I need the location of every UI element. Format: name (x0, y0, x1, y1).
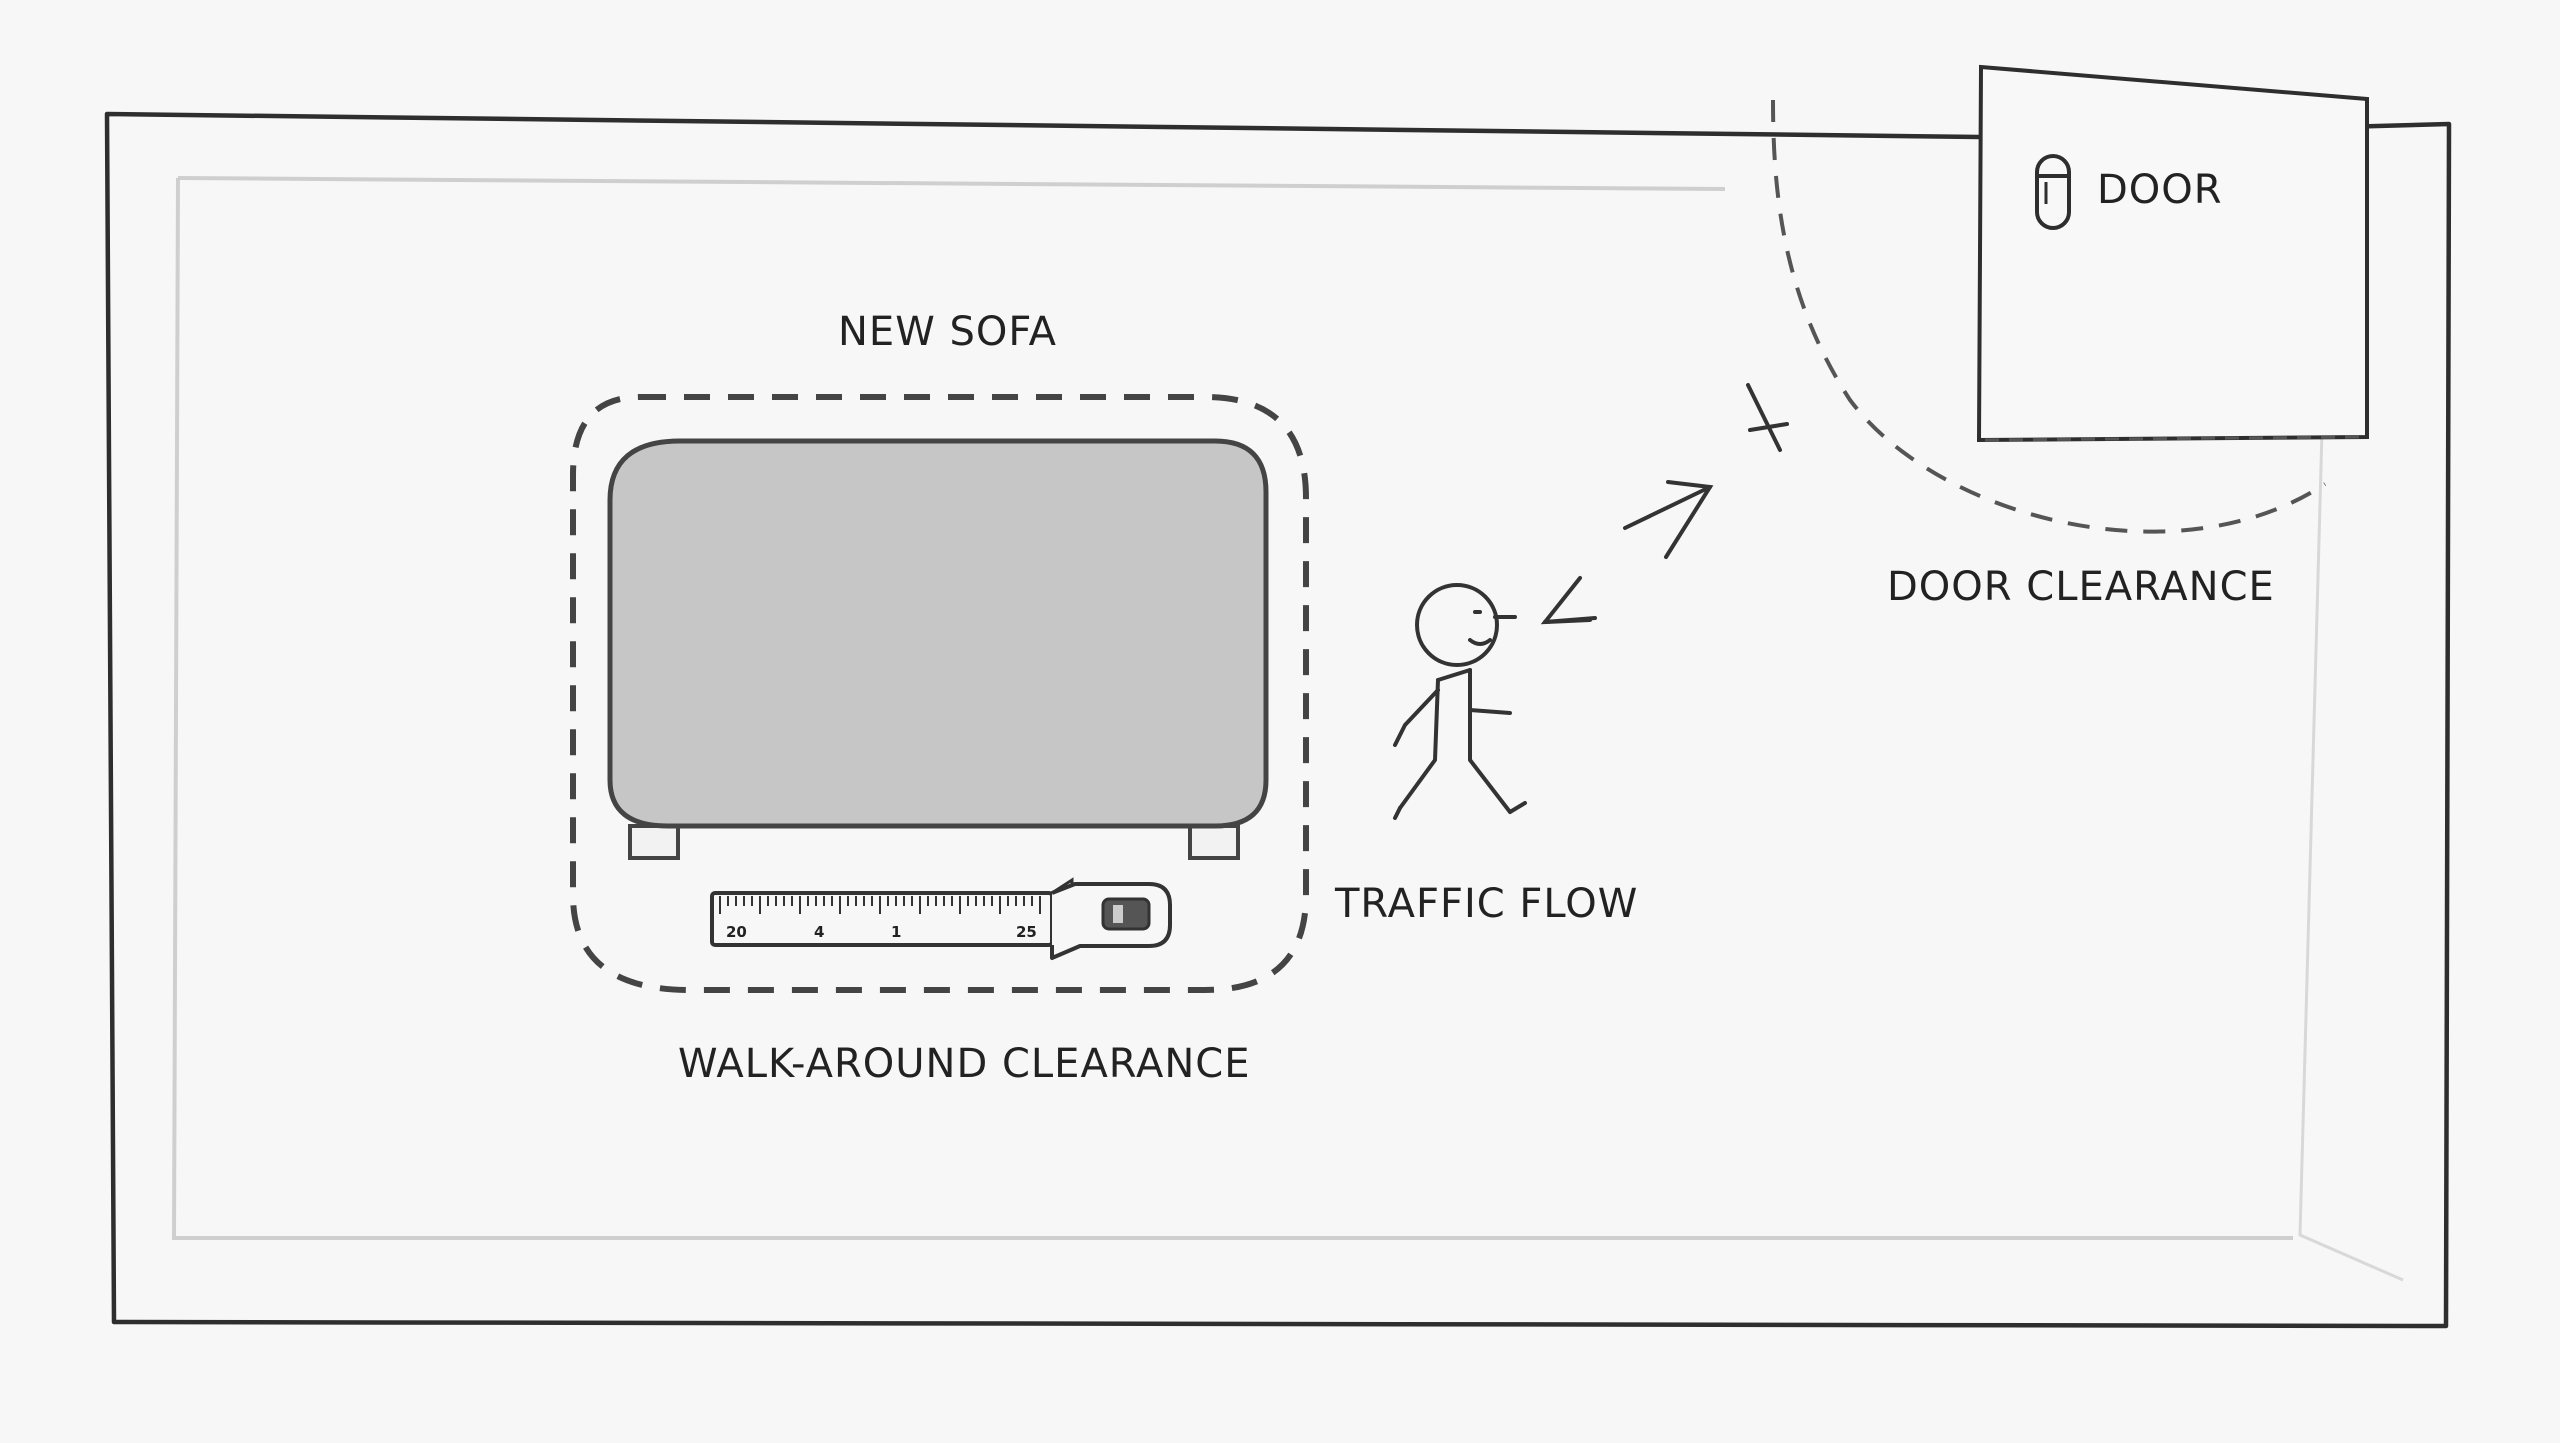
traffic-flow-arrows (1540, 383, 1789, 625)
room-outer-wall (104, 111, 2452, 1329)
traffic-flow-label: TRAFFIC FLOW (1334, 881, 1638, 927)
tape-tick-label-1: 20 (726, 923, 747, 941)
door-clearance-label: DOOR CLEARANCE (1887, 564, 2275, 610)
person-walking-icon (1393, 583, 1527, 820)
new-sofa-label: NEW SOFA (838, 309, 1057, 355)
door-swing-arc (1771, 99, 2327, 534)
tape-measure-icon: 20 4 1 25 (710, 877, 1172, 960)
door-label: DOOR (2097, 167, 2223, 213)
walk-around-clearance-boundary (570, 394, 1309, 993)
door-handle-icon (2035, 154, 2071, 230)
walk-around-clearance-label: WALK-AROUND CLEARANCE (678, 1041, 1250, 1087)
tape-tick-label-4: 25 (1016, 923, 1037, 941)
tape-tick-label-2: 4 (814, 923, 824, 941)
tape-tick-label-3: 1 (891, 923, 901, 941)
room-inner-wall (171, 137, 2404, 1282)
sofa (607, 438, 1269, 860)
door (1976, 64, 2369, 443)
